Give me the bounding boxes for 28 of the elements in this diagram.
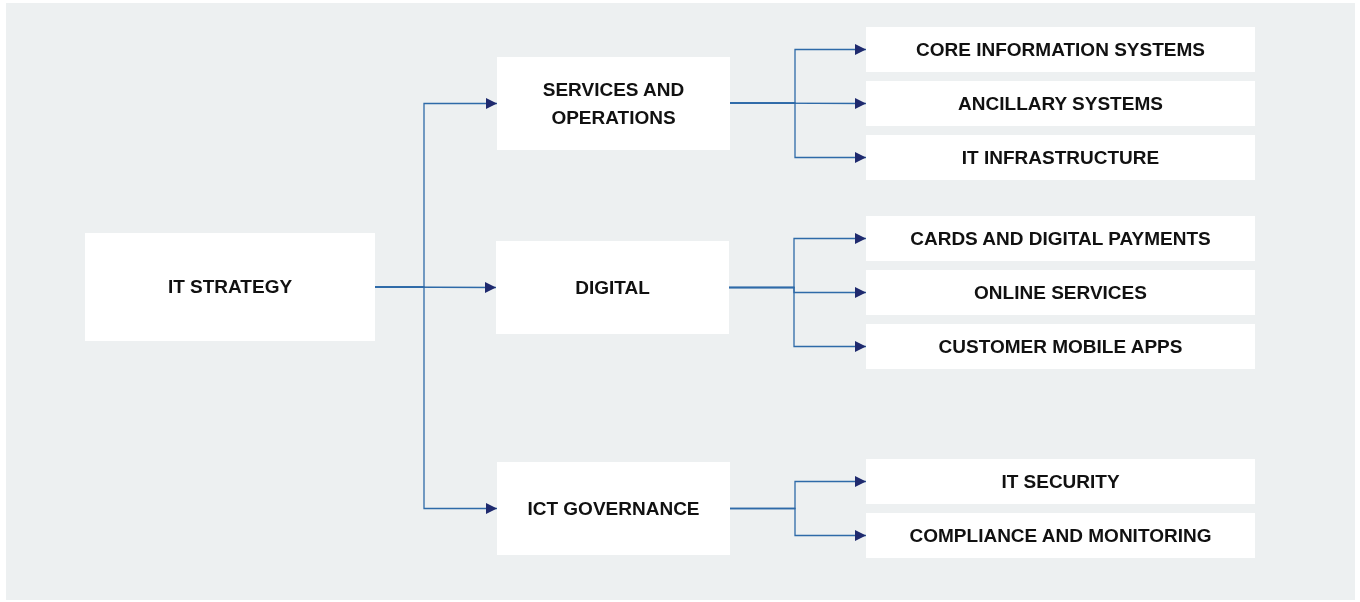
node-label: IT STRATEGY [167, 275, 293, 300]
node-label: CORE INFORMATION SYSTEMS [916, 37, 1205, 62]
node-label: SERVICES AND OPERATIONS [541, 77, 686, 130]
connector-arrow [728, 286, 867, 352]
node-label: CARDS AND DIGITAL PAYMENTS [910, 226, 1211, 251]
process-box [497, 57, 730, 150]
process-box [866, 216, 1255, 261]
node-label: IT INFRASTRUCTURE [961, 145, 1160, 170]
process-box [866, 270, 1255, 315]
connector-arrow [729, 507, 867, 541]
process-box [496, 241, 729, 334]
node-label: ANCILLARY SYSTEMS [958, 91, 1163, 116]
connector-arrow [729, 102, 867, 163]
node-label: CUSTOMER MOBILE APPS [938, 334, 1183, 359]
node-label: DIGITAL [575, 275, 650, 300]
process-box [866, 27, 1255, 72]
process-box [866, 459, 1255, 504]
node-label: IT SECURITY [1001, 469, 1120, 494]
connector-arrow [374, 286, 498, 514]
node-label: COMPLIANCE AND MONITORING [909, 523, 1212, 548]
node-label: ONLINE SERVICES [974, 280, 1147, 305]
process-box [866, 135, 1255, 180]
process-box [866, 81, 1255, 126]
process-box [866, 324, 1255, 369]
node-label: ICT GOVERNANCE [527, 496, 700, 521]
process-box [497, 462, 730, 555]
process-box [85, 233, 375, 341]
process-box [866, 513, 1255, 558]
